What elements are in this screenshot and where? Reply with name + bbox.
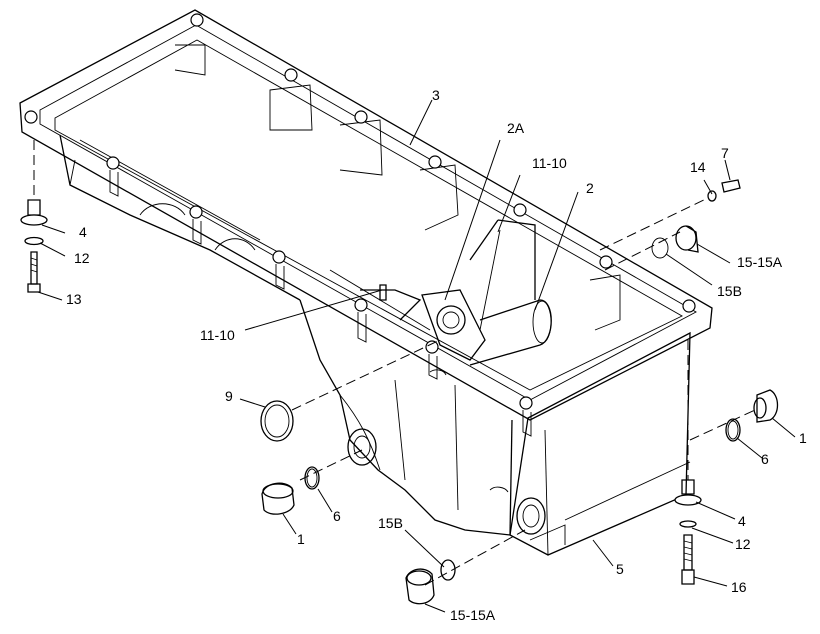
callout-9: 9 xyxy=(225,388,233,404)
leader-lines xyxy=(37,99,796,613)
callout-15-15a-bottom: 15-15A xyxy=(450,607,496,623)
callout-11-10-left: 11-10 xyxy=(200,327,235,343)
callout-16: 16 xyxy=(731,579,747,595)
callout-15-15a-right: 15-15A xyxy=(737,254,783,270)
callout-4-right: 4 xyxy=(738,513,746,529)
gasket-flange xyxy=(19,9,713,421)
callout-15b-right: 15B xyxy=(717,283,742,299)
callout-6-right: 6 xyxy=(761,451,769,467)
oil-pan xyxy=(59,134,691,556)
flange-bolts xyxy=(24,13,696,437)
loose-parts xyxy=(20,140,779,605)
callout-12-left: 12 xyxy=(74,250,90,266)
callout-labels: 3 2A 11-10 2 14 7 4 12 13 15-15A 15B 11-… xyxy=(66,87,807,623)
callout-15b-bottom: 15B xyxy=(378,515,403,531)
callout-7: 7 xyxy=(721,145,729,161)
callout-1-left: 1 xyxy=(297,531,305,547)
callout-4-left: 4 xyxy=(79,224,87,240)
callout-11-10-top: 11-10 xyxy=(532,155,567,171)
callout-1-right: 1 xyxy=(799,430,807,446)
callout-6-left: 6 xyxy=(333,508,341,524)
callout-5: 5 xyxy=(616,561,624,577)
callout-14: 14 xyxy=(690,159,706,175)
callout-2: 2 xyxy=(586,180,594,196)
callout-13: 13 xyxy=(66,291,82,307)
callout-3: 3 xyxy=(432,87,440,103)
callout-12-right: 12 xyxy=(735,536,751,552)
callout-2a: 2A xyxy=(507,120,525,136)
